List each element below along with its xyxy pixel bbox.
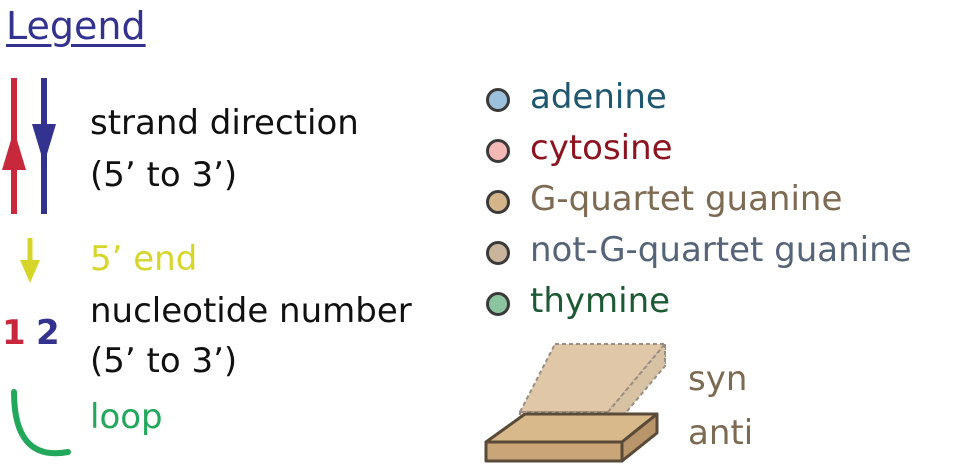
base-label-not-g-quartet-guanine: not-G-quartet guanine (530, 230, 912, 270)
nucleotide-number-1: 1 (2, 313, 26, 353)
anti-block-icon (484, 412, 659, 463)
not-g-quartet-guanine-dot-icon (486, 241, 510, 265)
nucleotide-number-2: 2 (36, 313, 60, 353)
base-label-g-quartet-guanine: G-quartet guanine (530, 179, 843, 219)
anti-label: anti (688, 413, 754, 453)
strand-direction-sublabel: (5’ to 3’) (90, 155, 238, 195)
five-prime-end-arrow-icon (20, 238, 40, 283)
legend-title: Legend (6, 4, 146, 48)
loop-label: loop (90, 397, 163, 437)
nucleotide-number-sublabel: (5’ to 3’) (90, 341, 238, 381)
syn-label: syn (688, 359, 748, 399)
cytosine-dot-icon (486, 139, 510, 163)
nucleotide-number-label: nucleotide number (90, 291, 412, 331)
adenine-dot-icon (486, 88, 510, 112)
five-prime-end-label: 5’ end (90, 239, 198, 279)
base-label-adenine: adenine (530, 77, 667, 117)
base-label-cytosine: cytosine (530, 128, 673, 168)
loop-icon (11, 389, 71, 457)
strand-direction-label: strand direction (90, 103, 359, 143)
g-quartet-guanine-dot-icon (486, 190, 510, 214)
thymine-dot-icon (486, 292, 510, 316)
base-label-thymine: thymine (530, 281, 671, 321)
strand-direction-icon (2, 78, 56, 214)
